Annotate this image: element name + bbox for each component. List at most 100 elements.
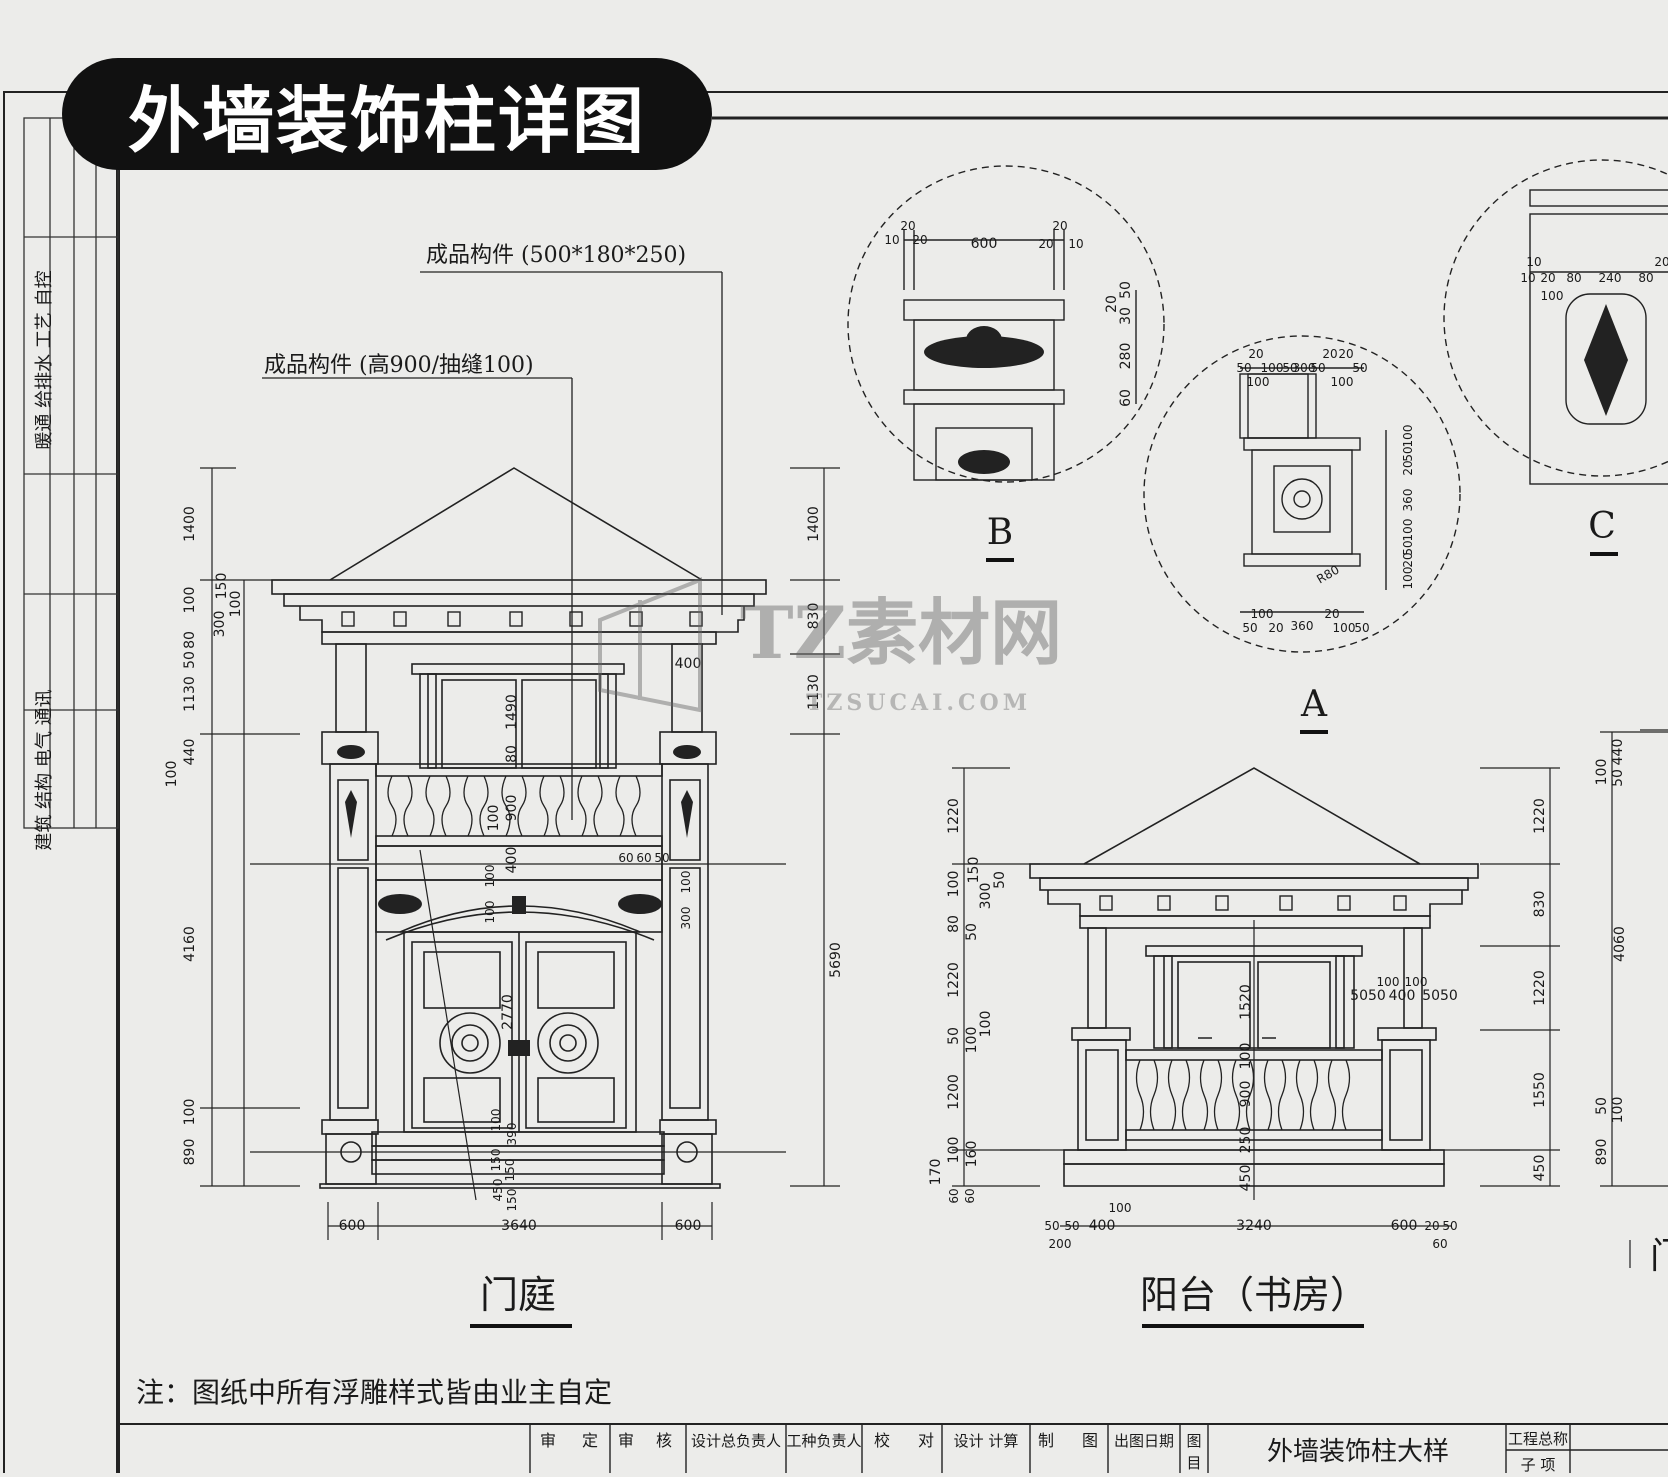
detail-b-dim-top-7: 10 bbox=[1068, 237, 1083, 251]
yangtai-dim-left-3: 150 bbox=[966, 857, 982, 884]
yangtai-dim-left-10: 100 bbox=[964, 1027, 980, 1054]
yangtai-dim-left-2: 100 bbox=[946, 871, 962, 898]
detail-a-label: A bbox=[1300, 684, 1328, 725]
yangtai-dim-left-7: 50 bbox=[964, 923, 980, 941]
yangtai-dim-left-12: 1200 bbox=[946, 1074, 962, 1110]
mending-ornaments bbox=[337, 745, 701, 1056]
mending-dim-left-11: 4160 bbox=[182, 926, 198, 962]
detail-a-dim-right-4: 360 bbox=[1401, 489, 1415, 512]
yangtai-dim-bottom-1: 50 bbox=[1044, 1219, 1059, 1233]
tb-cell-9: 设计 计算 bbox=[954, 1432, 1019, 1450]
mending-dim-inner-7: 50 bbox=[654, 851, 669, 865]
mending-dim-lines bbox=[200, 467, 840, 1240]
yangtai-dim-left-14: 100 bbox=[946, 1137, 962, 1164]
tb-project-label: 工程总称 bbox=[1508, 1430, 1568, 1448]
mending-dim-inner-17: 150 bbox=[489, 1149, 503, 1172]
mending-dim-inner-9: 60 bbox=[636, 851, 651, 865]
mending-dim-left-5: 100 bbox=[228, 591, 244, 618]
detail-c-dim-7: 100 bbox=[1541, 289, 1564, 303]
mending-dim-inner-12: 100 bbox=[483, 865, 497, 888]
yangtai-dim-left-9: 50 bbox=[946, 1027, 962, 1045]
third-label-fragment: 门 bbox=[1650, 1236, 1668, 1277]
mending-dim-inner-6: 400 bbox=[504, 847, 520, 874]
detail-b-ornament bbox=[924, 326, 1044, 474]
third-dim-6: 100 bbox=[1610, 1097, 1626, 1124]
tb-extra: 子 项 bbox=[1521, 1456, 1556, 1473]
tb-cell-14: 目 bbox=[1186, 1454, 1201, 1472]
tb-cell-4: 核 bbox=[656, 1431, 672, 1450]
mending-dim-inner-2: 1490 bbox=[504, 694, 520, 730]
mending-dim-inner-4: 900 bbox=[504, 795, 520, 822]
tb-cell-6: 工种负责人 bbox=[786, 1432, 861, 1450]
detail-a-dim-top-3: 100 bbox=[1261, 361, 1284, 375]
yangtai-dim-inner-6: 5050 bbox=[1422, 988, 1458, 1004]
third-dim-4: 4060 bbox=[1612, 926, 1628, 962]
mending-dim-bottom-1: 600 bbox=[339, 1218, 366, 1234]
detail-a-dim-right-3: 20 bbox=[1401, 460, 1415, 475]
tb-cell-13: 图 bbox=[1186, 1432, 1201, 1450]
yangtai-dim-right-1: 1220 bbox=[1532, 798, 1548, 834]
stamp-text-top: 暖通 给排水 工艺 自控 bbox=[34, 270, 55, 449]
yangtai-dim-left-6: 80 bbox=[946, 915, 962, 933]
mending-dim-right-3: 1130 bbox=[806, 674, 822, 710]
detail-c-label: C bbox=[1588, 506, 1616, 547]
tb-cell-3: 审 bbox=[618, 1431, 634, 1450]
mending-dim-left-2: 100 bbox=[182, 587, 198, 614]
mending-dim-inner-11: 300 bbox=[679, 907, 693, 930]
mending-dim-left-12: 100 bbox=[182, 1099, 198, 1126]
detail-b-dim-right-3: 30 bbox=[1118, 307, 1134, 325]
detail-a-dim-bottom-7: 50 bbox=[1354, 621, 1369, 635]
watermark: TZ素材网 TZSUCAI.COM bbox=[598, 577, 1062, 716]
yangtai-dim-bottom-6: 600 bbox=[1391, 1218, 1418, 1234]
mending-dim-left-10: 100 bbox=[164, 761, 180, 788]
yangtai-dim-inner-9: 250 bbox=[1238, 1127, 1254, 1154]
yangtai-dim-left-15: 160 bbox=[964, 1141, 980, 1168]
yangtai-dim-inner-2: 100 bbox=[1377, 975, 1400, 989]
mending-dim-inner-20: 150 bbox=[505, 1189, 519, 1212]
detail-a-dim-right-1: 100 bbox=[1401, 425, 1415, 448]
yangtai-dim-bottom-2: 50 bbox=[1064, 1219, 1079, 1233]
tb-cell-5: 设计总负责人 bbox=[691, 1432, 781, 1450]
detail-b bbox=[847, 165, 1165, 483]
tb-cell-1: 审 bbox=[540, 1431, 556, 1450]
detail-c-dim-1: 10 bbox=[1520, 271, 1535, 285]
yangtai-dim-inner-3: 100 bbox=[1405, 975, 1428, 989]
yangtai-dim-left-13: 170 bbox=[928, 1159, 944, 1186]
watermark-brand: TZ素材网 bbox=[740, 590, 1062, 675]
third-dim-3: 440 bbox=[1610, 739, 1626, 766]
watermark-url: TZSUCAI.COM bbox=[806, 690, 1031, 716]
mending-dim-inner-5: 100 bbox=[486, 805, 502, 832]
detail-c-dim-4: 240 bbox=[1599, 271, 1622, 285]
yangtai-dim-inner-5: 400 bbox=[1389, 988, 1416, 1004]
mending-dim-inner-16: 390 bbox=[505, 1123, 519, 1146]
yangtai-dim-right-5: 450 bbox=[1532, 1155, 1548, 1182]
detail-b-dim-top-2: 10 bbox=[884, 233, 899, 247]
yangtai-dim-bottom-10: 60 bbox=[1432, 1237, 1447, 1251]
mending-label: 门庭 bbox=[480, 1273, 556, 1317]
yangtai-dim-right-3: 1220 bbox=[1532, 970, 1548, 1006]
tb-cell-10: 制 bbox=[1038, 1431, 1054, 1450]
detail-a-dim-top-5: 300 bbox=[1293, 361, 1316, 375]
detail-a bbox=[1143, 335, 1461, 653]
detail-b-dim-top-3: 20 bbox=[912, 233, 927, 247]
detail-a-dim-top-6: 50 bbox=[1310, 361, 1325, 375]
mending-dim-left-4: 300 bbox=[212, 611, 228, 638]
detail-a-dim-top-11: 50 bbox=[1352, 361, 1367, 375]
mending-dim-inner-13: 100 bbox=[483, 901, 497, 924]
yangtai-dim-inner-1: 1520 bbox=[1238, 984, 1254, 1020]
detail-b-label: B bbox=[987, 512, 1013, 553]
view-third-partial bbox=[1600, 729, 1668, 1268]
yangtai-label: 阳台（书房） bbox=[1140, 1273, 1368, 1317]
detail-a-dim-right-7: 20 bbox=[1401, 552, 1415, 567]
yangtai-dim-left-8: 1220 bbox=[946, 962, 962, 998]
title-block bbox=[118, 1423, 1668, 1473]
tb-cell-12: 出图日期 bbox=[1114, 1432, 1174, 1450]
yangtai-dim-right-2: 830 bbox=[1532, 891, 1548, 918]
mending-dim-left-9: 440 bbox=[182, 739, 198, 766]
tb-cell-11: 图 bbox=[1082, 1431, 1098, 1450]
detail-a-dim-top-1: 50 bbox=[1236, 361, 1251, 375]
tb-cell-2: 定 bbox=[582, 1431, 598, 1450]
detail-c-dim-8: 10 bbox=[1526, 255, 1541, 269]
